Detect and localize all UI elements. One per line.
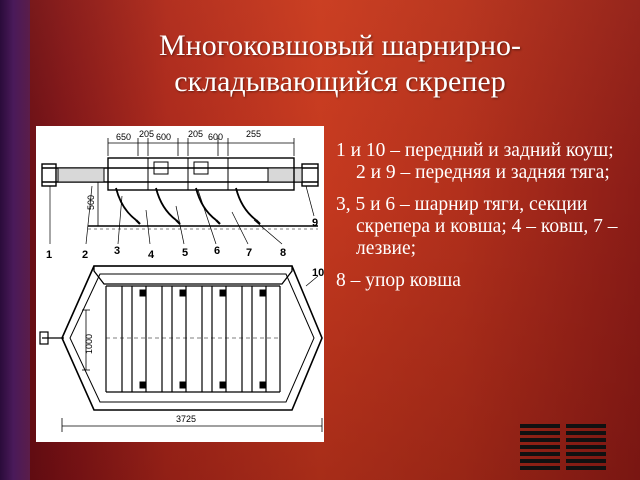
dim-600-b: 600 — [208, 132, 223, 142]
left-decorative-band — [0, 0, 30, 480]
label-7: 7 — [246, 247, 252, 259]
label-1: 1 — [46, 249, 52, 261]
dim-255: 255 — [246, 129, 261, 139]
legend-paragraph-1: 1 и 10 – передний и задний коуш; 2 и 9 –… — [336, 140, 614, 183]
plan-view — [39, 265, 323, 432]
legend-paragraph-2: 3, 5 и 6 – шарнир тяги, секции скрепера … — [336, 194, 618, 259]
dim-650: 650 — [116, 132, 131, 142]
dim-1000: 1000 — [84, 334, 94, 354]
title-line-2: складывающийся скрепер — [174, 65, 506, 98]
dim-205-b: 205 — [188, 129, 203, 139]
top-dimension-chain — [107, 138, 295, 156]
dim-205-a: 205 — [139, 129, 154, 139]
title-line-1: Многоковшовый шарнирно- — [158, 29, 522, 62]
dim-600-a: 600 — [156, 132, 171, 142]
leader-lines — [49, 185, 319, 287]
label-6: 6 — [214, 245, 220, 257]
scraper-drawing-svg: 650 205 600 205 600 255 — [39, 129, 324, 432]
striped-logo-icon — [520, 424, 606, 470]
label-5: 5 — [182, 247, 188, 259]
label-3: 3 — [114, 245, 120, 257]
legend-paragraph-3: 8 – упор ковша — [336, 270, 461, 291]
label-8: 8 — [280, 247, 286, 259]
label-4: 4 — [148, 249, 155, 261]
slide-title: Многоковшовый шарнирно- складывающийся с… — [90, 28, 590, 100]
label-9: 9 — [312, 217, 318, 229]
dim-3725: 3725 — [176, 414, 196, 424]
legend-text: 1 и 10 – передний и задний коуш; 2 и 9 –… — [336, 140, 628, 302]
dim-500: 500 — [86, 195, 96, 210]
label-2: 2 — [82, 249, 88, 261]
label-10: 10 — [312, 267, 324, 279]
scraper-drawing: 650 205 600 205 600 255 — [36, 126, 324, 442]
side-view — [41, 157, 319, 230]
